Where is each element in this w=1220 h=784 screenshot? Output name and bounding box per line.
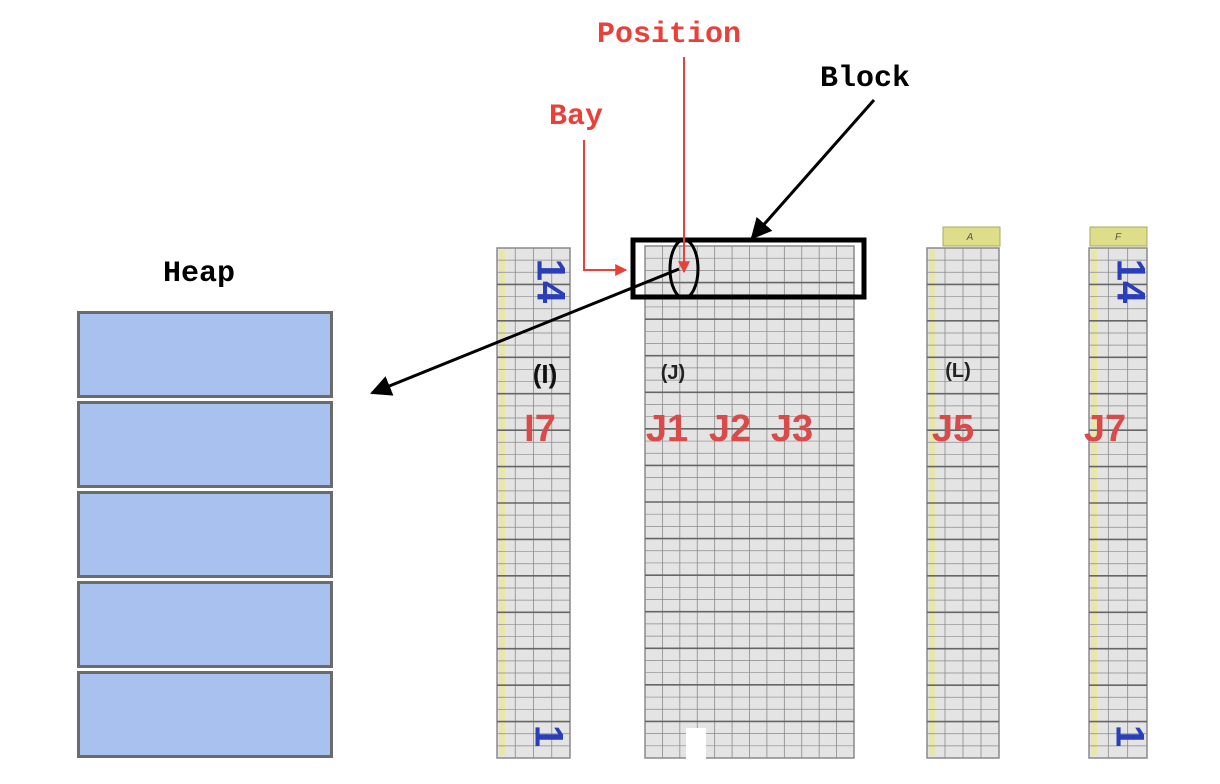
- heap-slot: [77, 671, 333, 758]
- heap-slot: [77, 401, 333, 488]
- column-right1-letter: (L): [945, 360, 971, 382]
- bay-arrow: [583, 140, 628, 276]
- column-left-top-number: 14: [528, 259, 572, 304]
- grid-text: 14 (I) I7 1 (J) J1 J2 J3 A (L) J5 F 14 J…: [524, 232, 1152, 747]
- column-right2-bottom-number: 1: [1107, 725, 1151, 747]
- block-highlight-rect: [630, 237, 867, 300]
- column-center-jetty-3: J3: [771, 408, 813, 450]
- block-label: Block: [820, 62, 911, 96]
- column-center-jetty-1: J1: [646, 408, 688, 450]
- column-center-jetty-2: J2: [709, 408, 751, 450]
- column-right2-top-number: 14: [1108, 259, 1152, 304]
- grid-center-notch: [686, 728, 706, 760]
- column-left-letter: (I): [533, 359, 558, 389]
- position-label: Position: [597, 18, 742, 52]
- column-left-bottom-number: 1: [526, 725, 570, 747]
- block-arrow: [750, 99, 876, 240]
- column-right2-jetty: J7: [1084, 408, 1126, 450]
- column-left-jetty: I7: [524, 408, 556, 450]
- heap-slot: [77, 311, 333, 398]
- heap-arrow: [370, 267, 680, 396]
- column-right1-header: A: [966, 232, 974, 243]
- column-center-letter: (J): [661, 362, 685, 384]
- column-right2-header: F: [1115, 232, 1122, 243]
- column-right1-jetty: J5: [932, 408, 974, 450]
- heap-slot: [77, 581, 333, 668]
- heap-slot: [77, 491, 333, 578]
- heap-title: Heap: [163, 257, 236, 291]
- storage-grids: [496, 226, 1148, 760]
- grid-right2-header-box: [1089, 226, 1148, 247]
- annotations: [370, 57, 876, 396]
- bay-label: Bay: [549, 100, 604, 134]
- grid-right1-header-box: [942, 226, 1001, 247]
